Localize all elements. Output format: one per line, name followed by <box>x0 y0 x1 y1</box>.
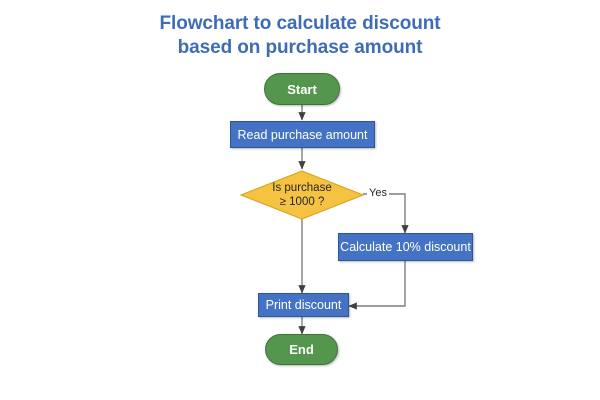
decision-diamond-shape <box>240 170 364 220</box>
node-read-purchase-amount-label: Read purchase amount <box>237 127 368 142</box>
edge-calculate-to-print <box>348 261 406 310</box>
node-start-label: Start <box>287 81 317 97</box>
page-title-line-1: Flowchart to calculate discount <box>159 13 441 34</box>
edge-label-yes: Yes <box>367 187 389 199</box>
node-read-purchase-amount[interactable]: Read purchase amount <box>230 121 375 148</box>
page-title: Flowchart to calculate discount based on… <box>0 12 600 60</box>
node-print-discount-label: Print discount <box>265 298 342 312</box>
node-decision-is-purchase[interactable]: Is purchase ≥ 1000 ? <box>240 170 364 220</box>
node-end[interactable]: End <box>265 334 338 365</box>
node-calculate-discount-label: Calculate 10% discount <box>340 240 471 254</box>
node-end-label: End <box>289 342 314 357</box>
page-title-line-2: based on purchase amount <box>177 37 423 58</box>
node-calculate-discount[interactable]: Calculate 10% discount <box>338 233 473 261</box>
node-print-discount[interactable]: Print discount <box>258 293 349 317</box>
edge-decision-yes-to-calculate <box>363 193 409 234</box>
node-start[interactable]: Start <box>264 73 340 105</box>
